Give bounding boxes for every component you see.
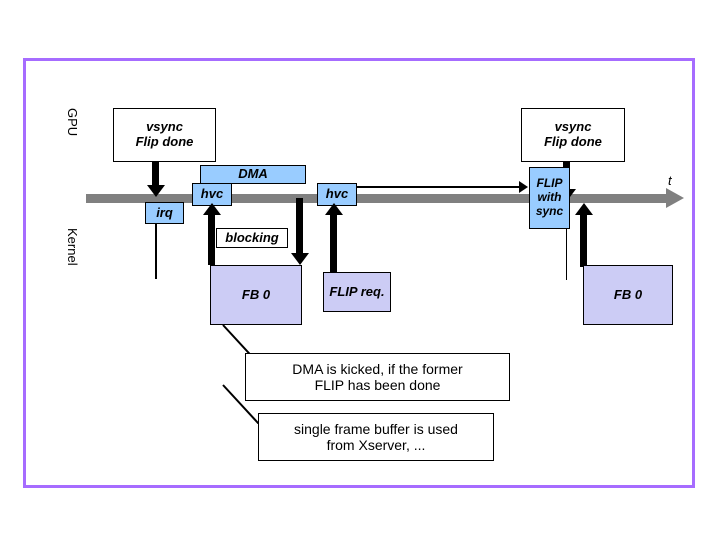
label-box-blocking: blocking xyxy=(216,228,288,248)
note-dma-line1: DMA is kicked, if the former xyxy=(292,360,463,377)
event-box-flip-with-sync: FLIP with sync xyxy=(529,167,570,229)
vsync-left-line2: Flip done xyxy=(135,134,194,149)
event-box-dma: DMA xyxy=(200,165,306,184)
lane-label-kernel: Kernel xyxy=(65,228,80,266)
arrow-dma-to-fb0-shaft xyxy=(296,198,303,254)
slide-border-frame xyxy=(23,58,695,488)
note-fb-line2: from Xserver, ... xyxy=(326,437,426,453)
vsync-right-line1: vsync xyxy=(554,119,592,135)
note-box-single-framebuffer: single frame buffer is used from Xserver… xyxy=(258,413,494,461)
flip-with-sync-line2: with xyxy=(537,190,562,205)
arrow-vsync-to-irq-head-icon xyxy=(146,185,165,197)
event-box-fb0-right: FB 0 xyxy=(583,265,673,325)
arrow-fb0-right-shaft xyxy=(580,215,587,267)
vsync-right-lifeline xyxy=(565,200,567,280)
vsync-left-line1: vsync xyxy=(146,119,183,135)
vsync-right-line2: Flip done xyxy=(544,134,602,149)
note-dma-line2: FLIP has been done xyxy=(314,377,441,393)
arrow-flipreq-to-hvc-head-icon xyxy=(324,203,343,215)
note-box-dma-kicked: DMA is kicked, if the former FLIP has be… xyxy=(245,353,510,401)
arrow-fb0-to-hvc-shaft xyxy=(208,215,215,265)
arrow-fb0-to-hvc-head-icon xyxy=(202,203,221,215)
arrow-fb0-right-head-icon xyxy=(574,203,593,215)
irq-lifeline xyxy=(155,224,157,279)
arrow-dma-to-fb0-head-icon xyxy=(290,253,309,265)
line-hvc-to-flip-head-icon xyxy=(519,181,528,193)
timeline-axis xyxy=(86,194,670,203)
arrow-flipreq-to-hvc-shaft xyxy=(330,215,337,273)
event-box-irq: irq xyxy=(145,202,184,224)
note-fb-line1: single frame buffer is used xyxy=(294,420,458,437)
timeline-arrowhead-icon xyxy=(666,188,684,208)
event-box-flip-req: FLIP req. xyxy=(323,272,391,312)
flip-with-sync-line3: sync xyxy=(535,203,564,218)
event-box-fb0-left: FB 0 xyxy=(210,265,302,325)
lane-label-gpu: GPU xyxy=(65,108,80,137)
flip-with-sync-line1: FLIP xyxy=(536,176,563,191)
event-box-vsync-left: vsync Flip done xyxy=(113,108,216,162)
timeline-axis-label: t xyxy=(668,173,672,188)
event-box-vsync-right: vsync Flip done xyxy=(521,108,625,162)
arrow-vsync-to-irq-shaft xyxy=(152,162,159,186)
line-hvc-to-flip xyxy=(357,186,521,188)
